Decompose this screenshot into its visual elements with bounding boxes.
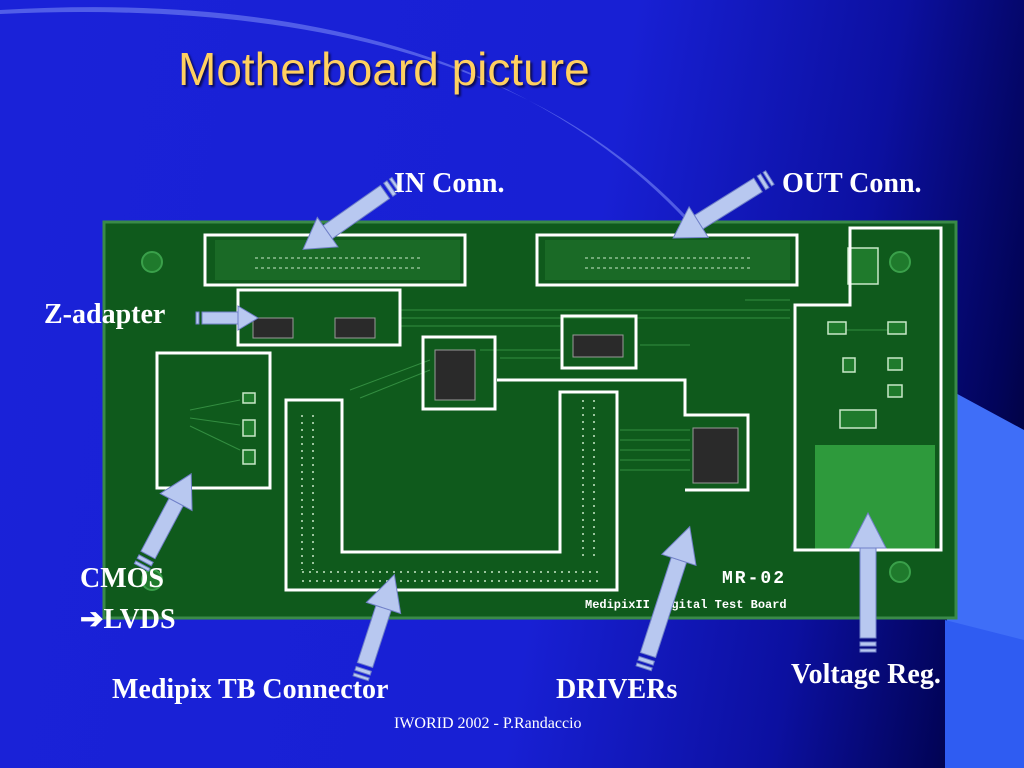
motherboard-photo: MR-02 MedipixII Digital Test Board — [102, 220, 958, 620]
out-conn-box — [535, 233, 799, 287]
label-lvds-line: ➔LVDS — [80, 604, 176, 636]
arrow-icon — [635, 525, 697, 672]
board-name: MR-02 — [722, 569, 786, 589]
cmos-lvds-box — [155, 351, 272, 490]
label-voltage-reg: Voltage Reg. — [791, 659, 941, 690]
background-decoration — [0, 7, 1024, 768]
board-subtitle: MedipixII Digital Test Board — [585, 598, 787, 612]
drivers-box — [497, 378, 750, 492]
label-z-adapter: Z-adapter — [44, 299, 166, 330]
slide-footer: IWORID 2002 - P.Randaccio — [394, 715, 582, 732]
driver-box-1 — [421, 335, 497, 411]
voltage-reg-box — [793, 226, 943, 552]
arrow-icon — [672, 170, 775, 239]
label-drivers: DRIVERs — [556, 674, 678, 705]
arrow-icon — [352, 573, 402, 682]
arrow-icon — [849, 511, 887, 653]
label-out-conn: OUT Conn. — [782, 168, 922, 199]
arrow-icon — [133, 472, 193, 572]
label-medipix-tb: Medipix TB Connector — [112, 674, 389, 705]
right-arrow-icon: ➔ — [80, 604, 104, 635]
label-lvds: LVDS — [103, 604, 176, 635]
arrow-icon — [195, 305, 259, 331]
label-cmos: CMOS — [80, 563, 164, 594]
arrow-icon — [302, 176, 402, 250]
annotation-arrows — [133, 170, 887, 682]
slide-title: Motherboard picture — [178, 43, 590, 95]
label-in-conn: IN Conn. — [394, 168, 505, 199]
driver-box-2 — [560, 314, 638, 370]
